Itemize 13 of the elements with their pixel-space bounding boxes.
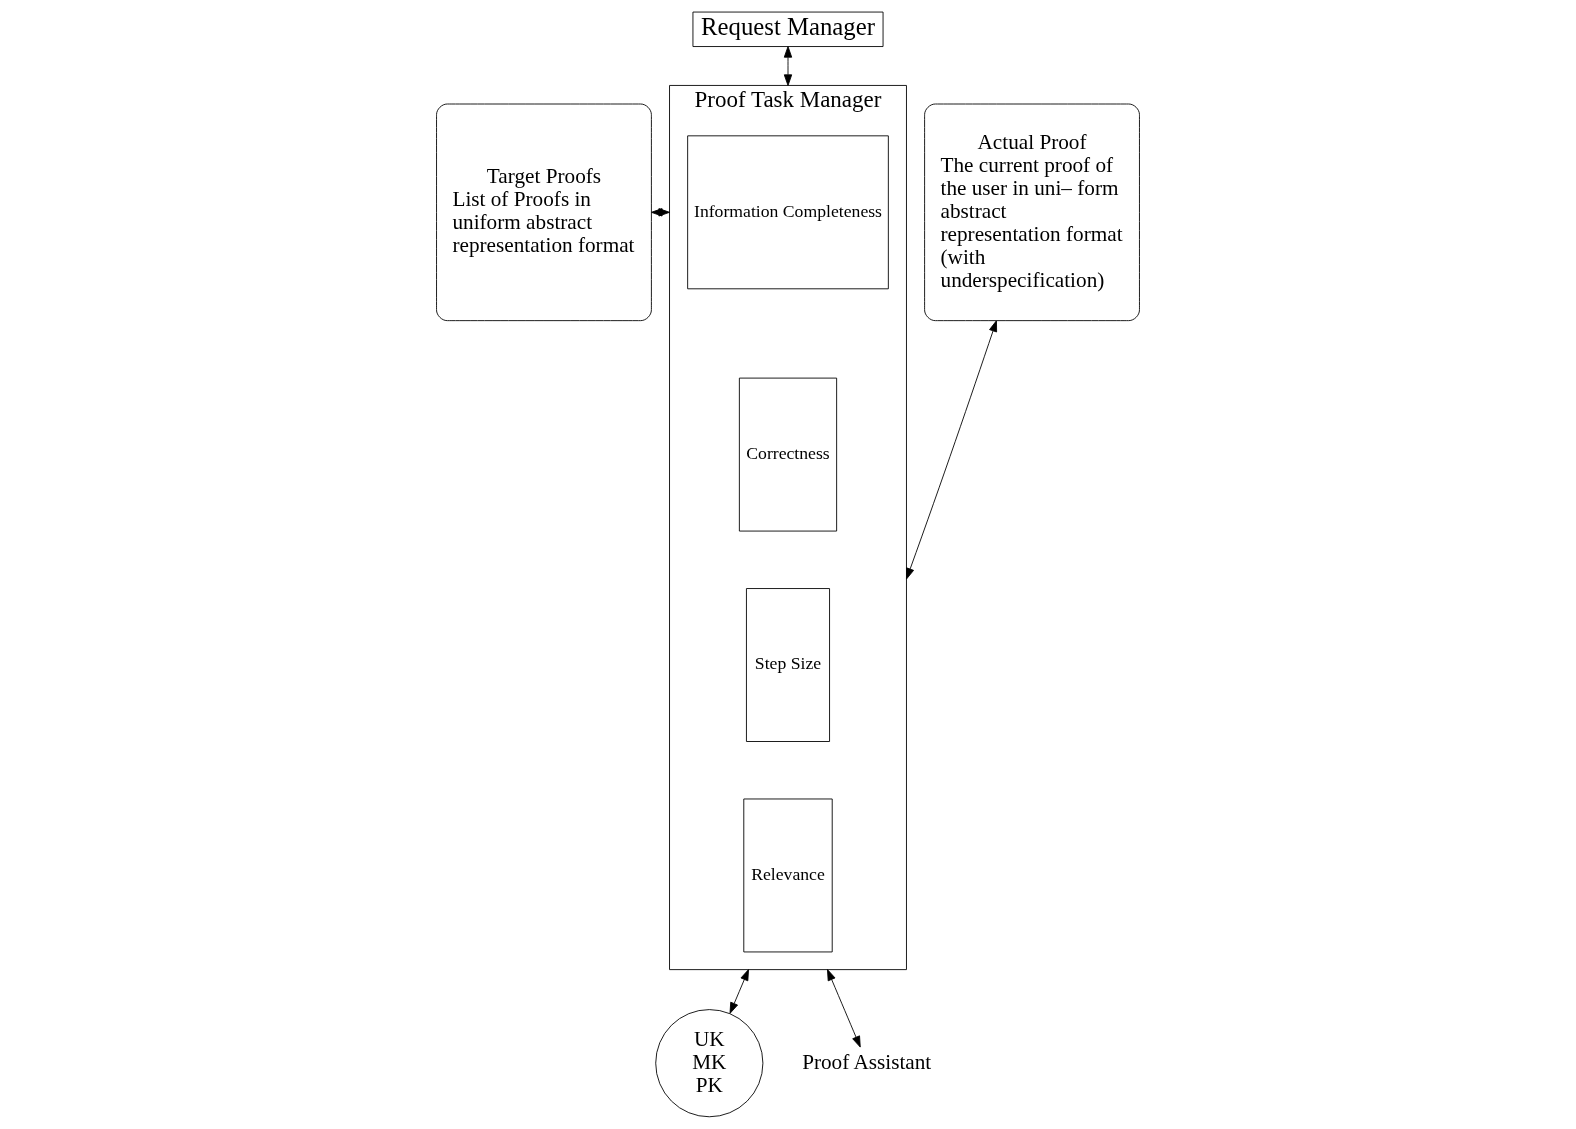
node-box: Correctness [738,377,838,532]
node-box: Actual Proof The current proof of the user in uni– form abstract representation format (with underspecification) [924,103,1140,322]
node-box: Step Size [746,588,830,742]
node-box: Target Proofs List of Proofs in uniform abstract representation format [436,103,652,322]
node-box: Request Manager [692,11,884,47]
arrow [906,320,998,580]
arrow [729,969,749,1014]
node-box: Information Completeness [687,135,889,290]
node-text: Proof Assistant [802,1049,932,1074]
arrow [783,46,793,86]
arrow [827,969,861,1048]
node-box: Relevance [743,798,833,953]
node-circle: UK MK PK [655,1009,764,1118]
